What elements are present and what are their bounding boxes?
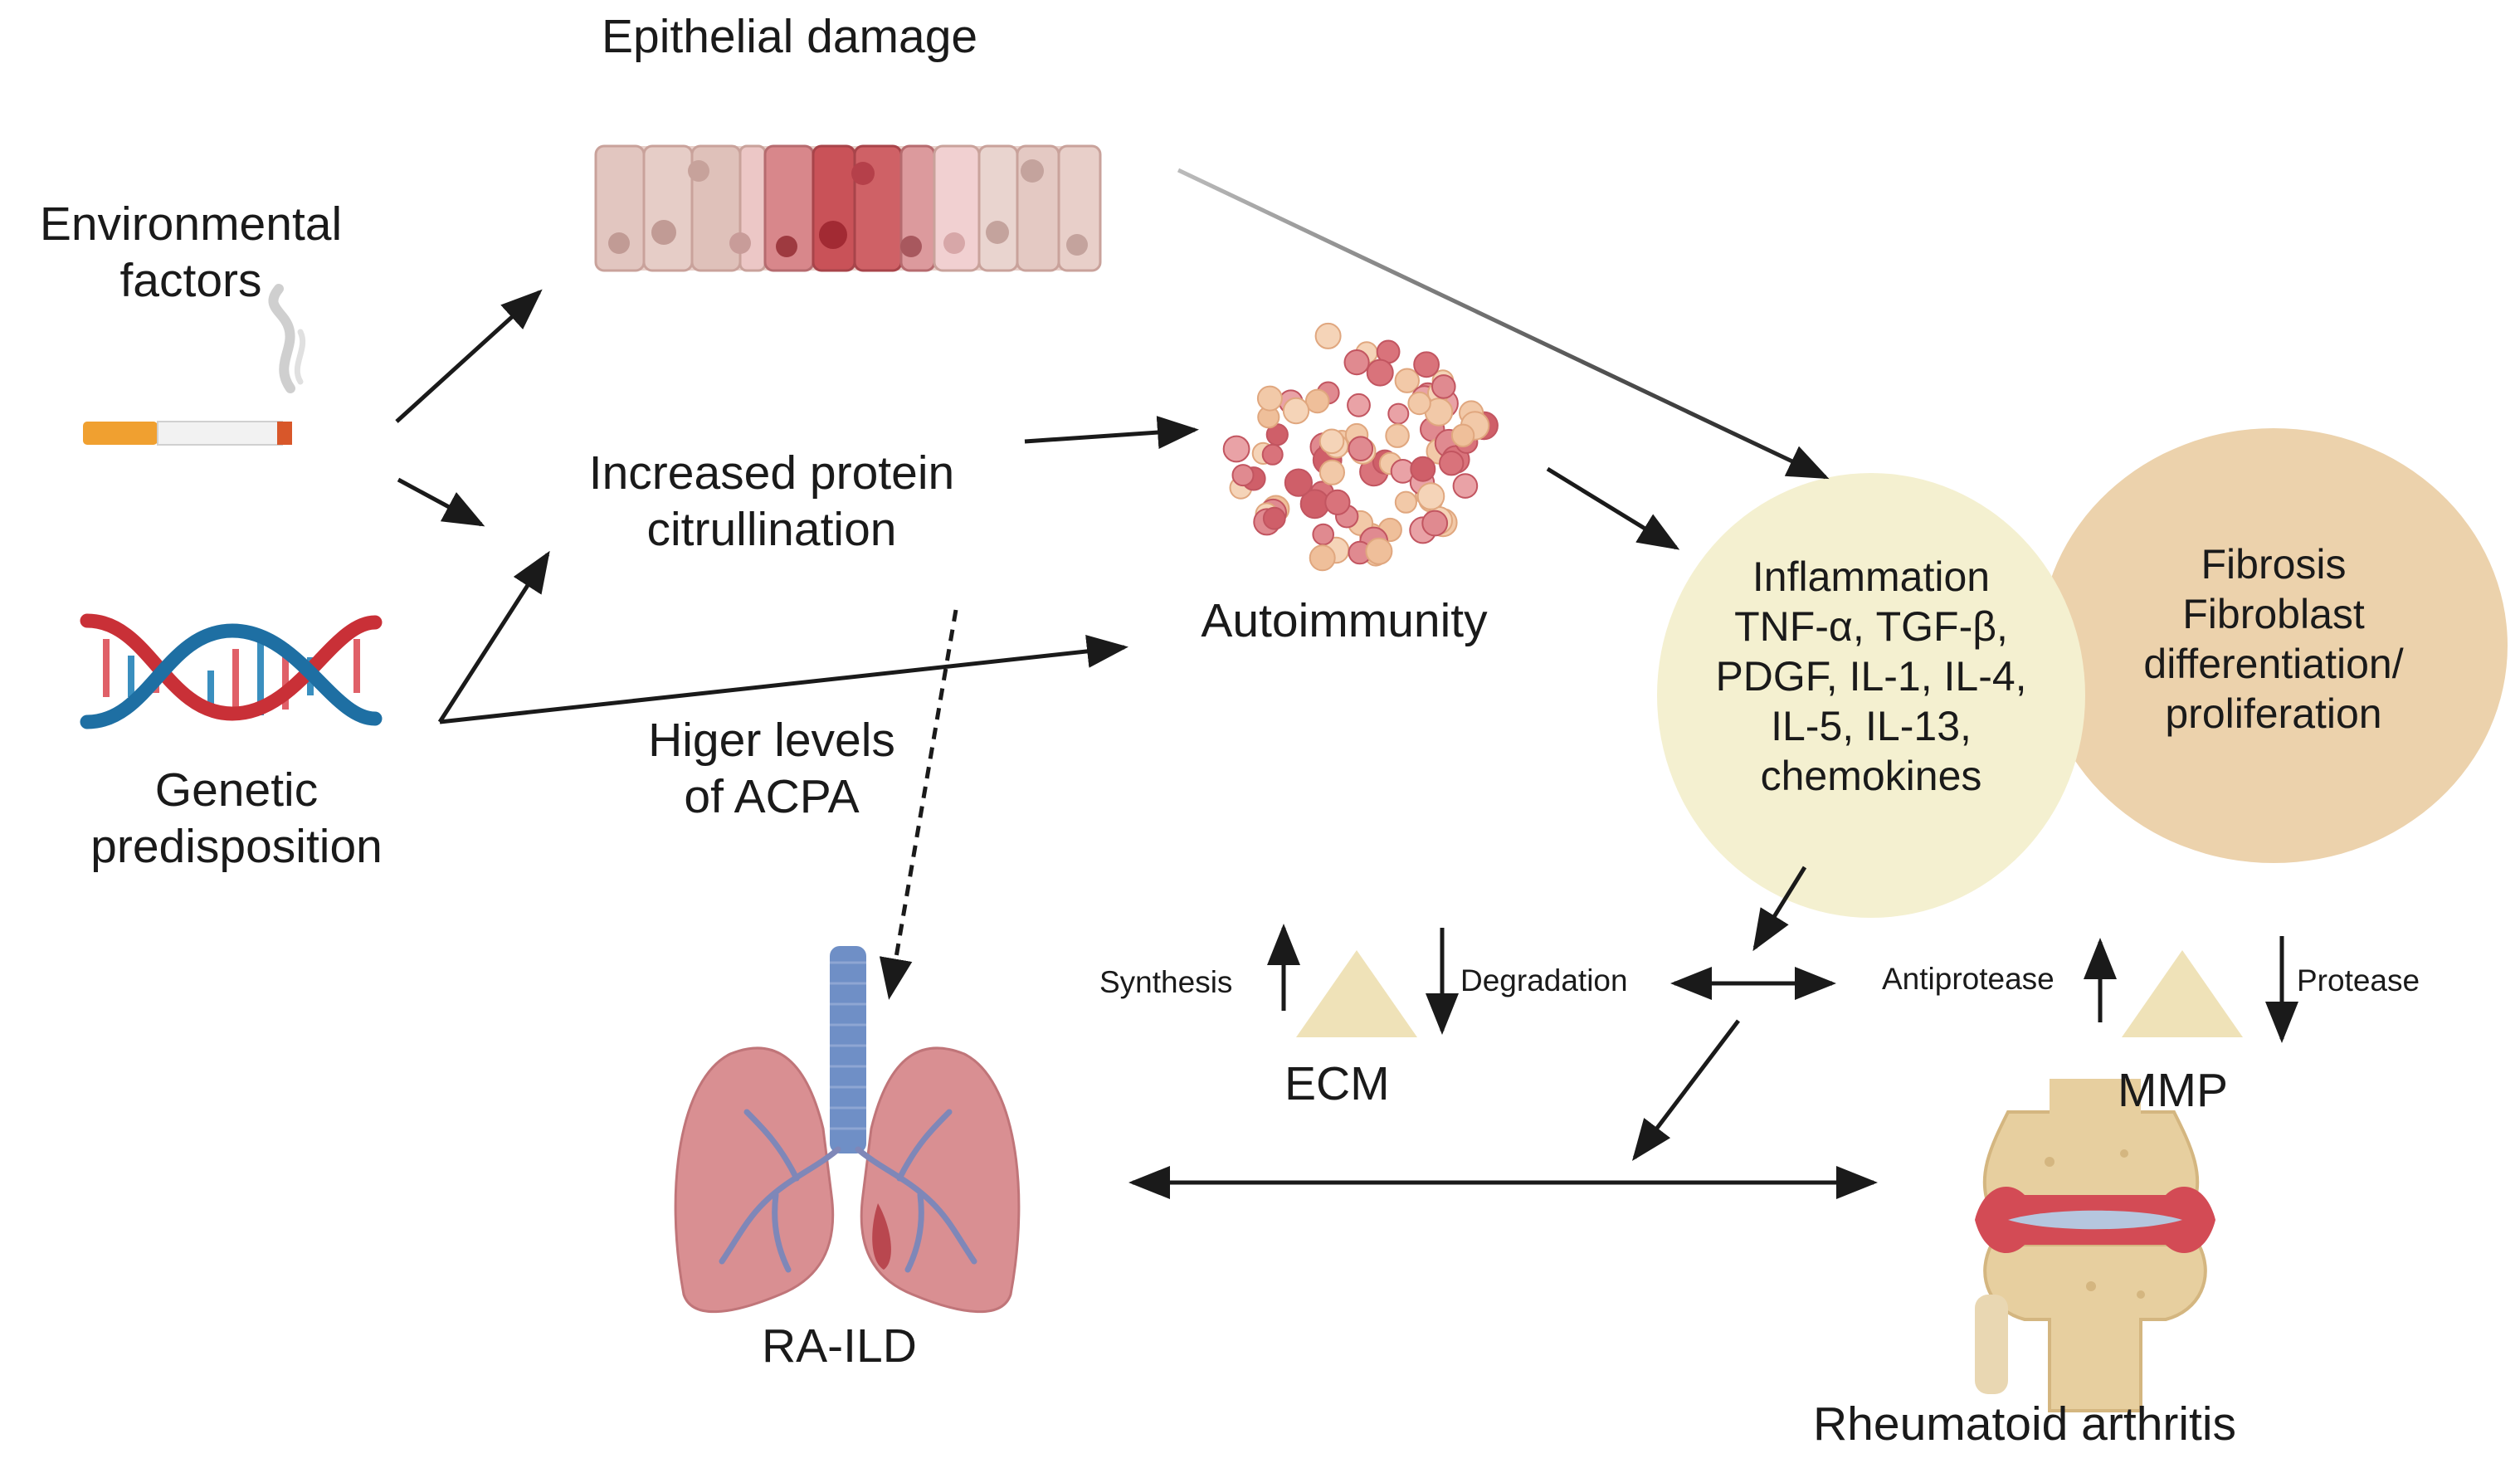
arrow-genetic-to-autoimmunity xyxy=(439,634,1128,724)
immune-cell-cluster-icon xyxy=(1222,322,1499,572)
immune-cell xyxy=(1282,397,1310,425)
label-protease: Protease xyxy=(2297,963,2420,997)
label-increased-citrullination: Increased protein citrullination xyxy=(588,446,955,557)
inflammation-circle xyxy=(1657,473,2085,918)
immune-cell xyxy=(1365,537,1393,565)
immune-cell xyxy=(1385,423,1410,448)
immune-cell xyxy=(1304,388,1330,414)
immune-cell xyxy=(1343,349,1370,376)
immune-cell xyxy=(1262,506,1286,530)
arrow-to-ra-link xyxy=(1631,1019,1740,1161)
immune-cell xyxy=(1256,385,1283,412)
immune-cell xyxy=(1309,544,1336,572)
mmp-triangle-icon xyxy=(2122,950,2243,1037)
lungs-icon xyxy=(674,946,1021,1314)
label-environmental-factors: Environmental factors xyxy=(39,198,343,308)
immune-cell xyxy=(1261,443,1284,466)
label-ra-ild: RA-ILD xyxy=(762,1319,917,1373)
immune-cell xyxy=(1394,368,1421,393)
cigarette-icon xyxy=(83,284,306,446)
label-degradation: Degradation xyxy=(1460,963,1628,997)
label-higher-acpa: Higer levels of ACPA xyxy=(648,714,895,824)
arrow-autoimmunity-to-inflammation xyxy=(1546,466,1680,550)
label-epithelial-damage: Epithelial damage xyxy=(602,10,978,63)
arrow-env-to-citrullination xyxy=(397,477,485,527)
label-fibrosis: Fibrosis Fibroblast differentiation/ pro… xyxy=(2143,541,2404,737)
label-antiprotease: Antiprotease xyxy=(1882,962,2055,996)
immune-cell xyxy=(1452,473,1479,499)
immune-cell xyxy=(1347,393,1371,417)
label-genetic-predisposition: Genetic predisposition xyxy=(90,763,383,874)
label-ecm: ECM xyxy=(1284,1057,1390,1110)
immune-cell xyxy=(1312,523,1334,546)
immune-cell xyxy=(1387,402,1410,425)
immune-cell xyxy=(1439,451,1465,476)
immune-cell xyxy=(1413,351,1440,378)
ecm-triangle-icon xyxy=(1296,950,1417,1037)
arrow-env-to-epithelial xyxy=(395,289,543,423)
immune-cell xyxy=(1318,428,1345,455)
immune-cell xyxy=(1284,468,1314,497)
arrow-epithelial-to-inflammation xyxy=(1177,168,1830,480)
knee-joint-icon xyxy=(1975,1079,2215,1412)
immune-cell xyxy=(1222,435,1250,463)
immune-cell xyxy=(1450,423,1475,447)
label-autoimmunity: Autoimmunity xyxy=(1201,594,1488,647)
fibrosis-circle xyxy=(2040,428,2508,863)
immune-cell xyxy=(1410,456,1436,482)
immune-cell xyxy=(1431,374,1456,399)
arrow-acpa-to-ra-ild xyxy=(879,609,958,1000)
immune-cell xyxy=(1407,391,1431,416)
label-mmp: MMP xyxy=(2118,1064,2228,1117)
arrow-inflammation-to-ecm-mmp xyxy=(1752,866,1807,952)
label-synthesis: Synthesis xyxy=(1099,965,1233,999)
immune-cell xyxy=(1366,358,1394,387)
immune-cell xyxy=(1318,459,1346,485)
arrow-citrullination-to-autoimmunity xyxy=(1024,416,1199,450)
immune-cell xyxy=(1348,436,1374,462)
epithelium-illustration xyxy=(594,144,1102,272)
label-inflammation: Inflammation TNF-α, TGF-β, PDGF, IL-1, I… xyxy=(1715,554,2027,799)
immune-cell xyxy=(1394,490,1418,514)
immune-cell xyxy=(1416,482,1445,510)
label-rheumatoid-arthritis: Rheumatoid arthritis xyxy=(1813,1397,2237,1451)
immune-cell xyxy=(1421,510,1449,537)
immune-cell xyxy=(1324,489,1351,516)
dna-icon xyxy=(80,613,383,729)
immune-cell xyxy=(1314,322,1342,349)
immune-cell xyxy=(1231,464,1255,487)
arrow-genetic-to-citrullination xyxy=(437,550,550,724)
